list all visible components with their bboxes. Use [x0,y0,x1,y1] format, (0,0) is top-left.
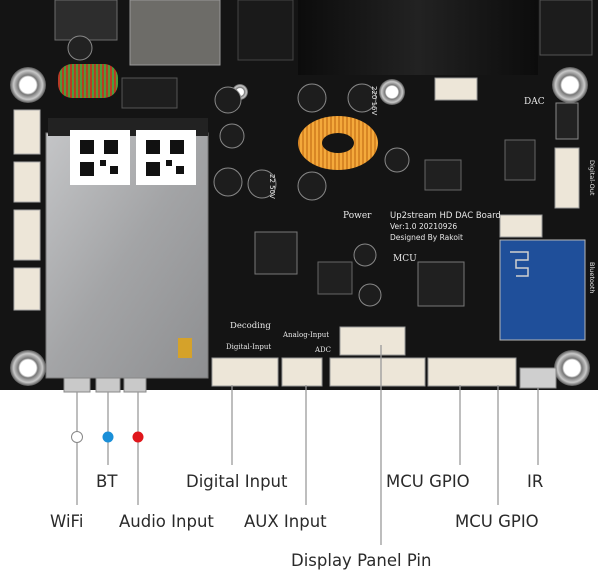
silk-bluetooth: Bluetooth [588,262,596,294]
pcb-board: Up2stream HD DAC Board Ver:1.0 20210926 … [0,0,598,393]
silk-cap-220: 220 16V [370,86,378,115]
silk-mcu: MCU [393,254,417,264]
silk-dac: DAC [524,97,545,107]
label-aux-input: AUX Input [244,512,327,531]
silk-decoding: Decoding [230,321,271,331]
audio-input-dot [132,431,144,443]
silk-digital-out: Digital-Out [588,160,596,196]
silk-board-title: Up2stream HD DAC Board [390,211,501,221]
silk-cap-22: 22 50V [268,174,276,199]
label-audio-input: Audio Input [119,512,214,531]
silk-digital-input: Digital-Input [226,343,271,351]
label-mcu-gpio-1: MCU GPIO [386,472,470,491]
bt-dot [102,431,114,443]
label-display-panel-pin: Display Panel Pin [291,551,431,570]
silk-designer: Designed By Rakoit [390,233,463,242]
label-digital-input: Digital Input [186,472,288,491]
silk-adc: ADC [314,346,331,354]
callout-lines [76,345,539,545]
silk-power: Power [343,211,372,221]
silk-analog-input: Analog-Input [282,331,329,339]
silk-version: Ver:1.0 20210926 [390,222,457,231]
label-ir: IR [527,472,543,491]
label-mcu-gpio-2: MCU GPIO [455,512,539,531]
label-bt: BT [96,472,118,491]
wifi-dot [71,431,83,443]
label-wifi: WiFi [50,512,83,531]
